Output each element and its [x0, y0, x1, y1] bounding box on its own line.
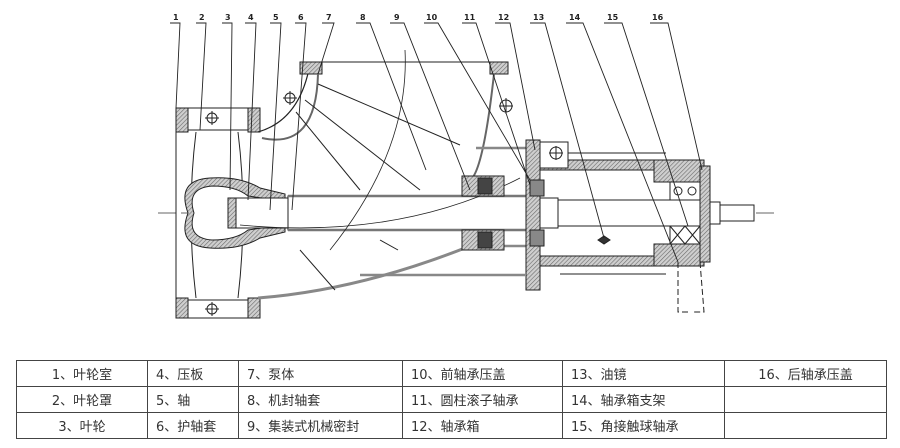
part-cell: 10、前轴承压盖 [402, 360, 563, 387]
part-cell: 9、集装式机械密封 [238, 412, 403, 439]
part-cell: 2、叶轮罩 [16, 386, 148, 413]
part-cell: 12、轴承箱 [402, 412, 563, 439]
callout-1: 1 [173, 13, 179, 22]
part-cell: 13、油镜 [562, 360, 725, 387]
callout-4: 4 [248, 13, 254, 22]
callout-14: 14 [569, 13, 581, 22]
part-cell [724, 386, 887, 413]
table-row: 3、叶轮 6、护轴套 9、集装式机械密封 12、轴承箱 15、角接触球轴承 [16, 412, 887, 439]
callout-6: 6 [298, 13, 304, 22]
part-cell: 4、压板 [147, 360, 239, 387]
mechanical-seal [461, 175, 505, 251]
part-cell: 8、机封轴套 [238, 386, 403, 413]
part-cell: 3、叶轮 [16, 412, 148, 439]
callout-5: 5 [273, 13, 279, 22]
part-cell: 14、轴承箱支架 [562, 386, 725, 413]
callout-7: 7 [326, 13, 332, 22]
callout-leaders [170, 22, 703, 263]
bearing-box [525, 139, 711, 313]
part-cell: 6、护轴套 [147, 412, 239, 439]
callout-8: 8 [360, 13, 366, 22]
callout-2: 2 [199, 13, 205, 22]
part-cell: 15、角接触球轴承 [562, 412, 725, 439]
part-cell: 1、叶轮室 [16, 360, 148, 387]
callout-11: 11 [464, 13, 476, 22]
callout-9: 9 [394, 13, 400, 22]
part-cell [724, 412, 887, 439]
callout-10: 10 [426, 13, 438, 22]
pump-sectional-drawing: 1 2 3 4 5 6 7 8 9 10 11 12 13 14 15 16 [158, 13, 775, 319]
table-row: 1、叶轮室 4、压板 7、泵体 10、前轴承压盖 13、油镜 16、后轴承压盖 [16, 360, 887, 387]
table-row: 2、叶轮罩 5、轴 8、机封轴套 11、圆柱滚子轴承 14、轴承箱支架 [16, 386, 887, 413]
callout-12: 12 [498, 13, 509, 22]
part-cell: 7、泵体 [238, 360, 403, 387]
parts-list-table: 1、叶轮室 4、压板 7、泵体 10、前轴承压盖 13、油镜 16、后轴承压盖 … [16, 360, 887, 439]
part-cell: 11、圆柱滚子轴承 [402, 386, 563, 413]
shaft [235, 194, 755, 232]
impeller-chamber [175, 107, 261, 319]
callout-numbers: 1 2 3 4 5 6 7 8 9 10 11 12 13 14 15 16 [173, 13, 664, 22]
part-cell: 5、轴 [147, 386, 239, 413]
callout-3: 3 [225, 13, 231, 22]
callout-15: 15 [607, 13, 619, 22]
pump-body [239, 49, 530, 300]
callout-13: 13 [533, 13, 544, 22]
callout-16: 16 [652, 13, 664, 22]
part-cell: 16、后轴承压盖 [724, 360, 887, 387]
